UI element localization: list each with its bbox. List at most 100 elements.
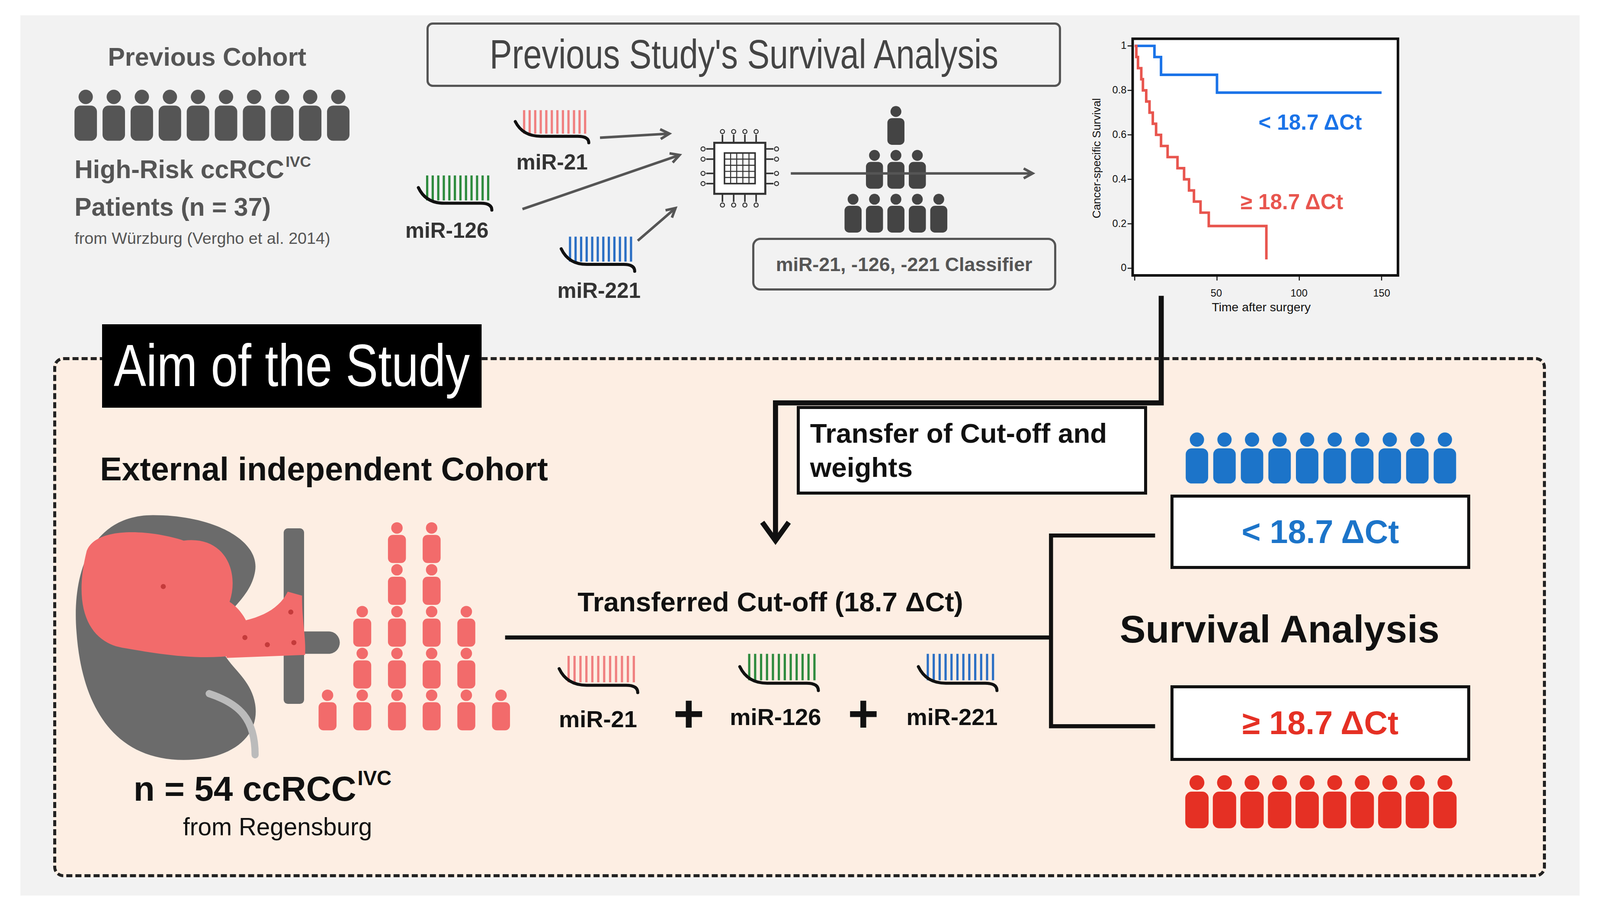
panel-ground <box>20 15 1580 896</box>
chip-pin <box>705 158 715 161</box>
mirna-backbone <box>739 666 819 691</box>
axis-value: 0.8 <box>1112 84 1127 97</box>
person-body <box>908 205 926 233</box>
person-body <box>270 105 294 141</box>
person-body <box>74 105 97 141</box>
person-head <box>426 647 438 660</box>
person-head <box>890 105 902 117</box>
chip-pin <box>755 193 757 203</box>
axis-tick <box>1134 275 1136 281</box>
mirna-base <box>950 654 953 681</box>
arrow-head <box>665 208 676 218</box>
ureter <box>209 693 256 756</box>
chip-pin-end <box>774 171 779 176</box>
chip-pin <box>705 148 715 151</box>
mirna-name: miR-221 <box>557 278 641 304</box>
cohort-text: High-Risk ccRCC <box>74 154 285 185</box>
mirna-base <box>591 656 594 683</box>
person-head <box>868 193 880 205</box>
mirna-base <box>962 654 965 681</box>
mirna-base <box>459 175 462 201</box>
cohort-size: n = 54 ccRCC <box>133 768 357 809</box>
line-label: Transferred Cut-off (18.7 ΔCt) <box>577 586 964 618</box>
mirna-base <box>783 654 786 681</box>
box-text: ≥ 18.7 ΔCt <box>1242 702 1399 744</box>
person-head <box>911 150 923 161</box>
aim-ground <box>53 357 1546 878</box>
chip-pin <box>765 172 774 175</box>
person-body <box>1433 448 1456 484</box>
person-head <box>1299 432 1315 447</box>
axis-title: Time after surgery <box>1212 300 1312 315</box>
person-body <box>422 618 441 648</box>
title-box: Previous Study's Survival Analysis <box>426 22 1062 87</box>
mirna-base <box>591 236 594 262</box>
person-head <box>1327 775 1342 791</box>
chip-pin-end <box>731 202 736 207</box>
axis-tick <box>1127 267 1133 269</box>
chip-pin-end <box>731 129 736 134</box>
chip-pin <box>743 134 746 143</box>
chip-pin <box>721 134 724 143</box>
person-head <box>391 522 403 534</box>
person-head <box>275 89 290 105</box>
mirna-base <box>632 656 635 683</box>
flow-arrow <box>790 172 1033 175</box>
axis-tick <box>1381 275 1382 281</box>
mirna-name: miR-126 <box>729 703 821 731</box>
person-head <box>890 150 902 161</box>
mirna-base <box>583 110 587 134</box>
person-body <box>387 660 407 689</box>
mirna-base <box>602 236 605 262</box>
person-body <box>457 660 476 689</box>
person-head <box>847 193 859 205</box>
superscript: IVC <box>357 766 392 791</box>
mirna-base <box>602 656 606 683</box>
chip-pin <box>732 134 735 143</box>
mirna-base <box>545 110 548 134</box>
region-heading: Aim of the Study <box>102 324 482 408</box>
mirna-backbone <box>561 248 635 272</box>
person-body <box>908 162 926 190</box>
person-body <box>865 162 883 190</box>
person-body <box>1185 448 1209 484</box>
mirna-base <box>487 175 490 201</box>
mirna-base <box>813 654 816 681</box>
mirna-base <box>759 654 763 681</box>
chip-pin-end <box>774 181 779 186</box>
mirna-base <box>573 656 576 683</box>
person-body <box>387 618 407 648</box>
person-body <box>492 702 511 731</box>
person-head <box>1354 775 1370 791</box>
kidney-illustration <box>75 515 329 760</box>
mirna-base <box>789 654 792 681</box>
thrombus-dot <box>264 642 270 648</box>
person-body <box>387 702 407 731</box>
person-body <box>930 205 948 233</box>
box-text: < 18.7 ΔCt <box>1241 511 1400 553</box>
mirna-base <box>464 175 468 201</box>
chip-pin <box>705 172 715 175</box>
person-body <box>1378 791 1402 829</box>
mirna-base <box>980 654 983 681</box>
mirna-base <box>470 175 473 201</box>
person-head <box>460 689 472 702</box>
person-body <box>422 535 441 564</box>
axis-title: Cancer-specific Survival <box>1090 98 1104 219</box>
chip-pin-end <box>701 181 706 186</box>
person-head <box>426 564 438 576</box>
person-body <box>1295 791 1319 829</box>
person-body <box>844 205 862 233</box>
person-head <box>1410 775 1425 791</box>
chip-pin-end <box>701 157 706 161</box>
person-body <box>457 618 476 648</box>
person-head <box>460 647 472 660</box>
source-note: from Regensburg <box>182 813 372 842</box>
person-head <box>1437 775 1453 791</box>
person-head <box>356 606 368 618</box>
generated-art <box>74 45 1457 829</box>
person-head <box>1217 775 1232 791</box>
person-head <box>246 89 262 105</box>
axis-value: 0 <box>1120 262 1127 275</box>
